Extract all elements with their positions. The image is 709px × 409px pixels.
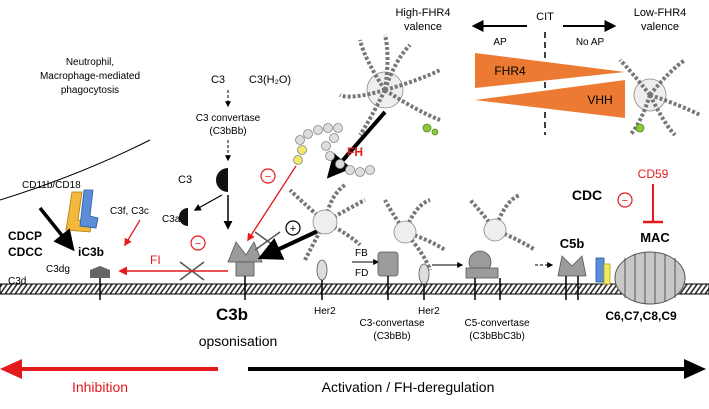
c5b-molecule xyxy=(557,255,587,277)
mac-label: MAC xyxy=(640,230,670,245)
cdcp-label: CDCP xyxy=(8,229,42,243)
cd59-minus-symbol: − xyxy=(622,195,628,207)
fhr4-to-c3b-arrow xyxy=(257,228,321,260)
fi-minus-symbol: − xyxy=(195,238,201,250)
fh-label: FH xyxy=(347,145,363,159)
cit-label: CIT xyxy=(536,11,554,23)
phagocyte-membrane xyxy=(0,139,151,201)
vhh-wedge xyxy=(475,80,625,118)
fhr4-wedge xyxy=(475,53,625,88)
neutrophil-label-1: Neutrophil, xyxy=(66,57,114,68)
c3-convertase-bottom-1: C3-convertase xyxy=(359,318,424,329)
c3dg-label: C3dg xyxy=(46,264,70,275)
phagocytosis-arrow xyxy=(38,206,75,252)
cd11b-receptor xyxy=(65,189,99,233)
cd11b-label: CD11b/CD18 xyxy=(22,180,81,191)
cd59-minus-badge xyxy=(617,192,633,208)
fi-minus-badge xyxy=(190,235,206,251)
c3a-label: C3a xyxy=(162,214,181,225)
c3-molecule xyxy=(216,168,228,192)
c3a-molecule xyxy=(179,208,188,226)
fd-label: FD xyxy=(355,268,368,279)
c5-convertase-label-2: (C3bBbC3b) xyxy=(469,331,525,342)
c3-convertase-top-2: (C3bBb) xyxy=(209,126,246,137)
low-fhr4-label-2: valence xyxy=(641,21,679,33)
activation-label: Activation / FH-deregulation xyxy=(322,379,495,395)
cd59-label: CD59 xyxy=(638,167,669,181)
high-fhr4-label-2: valence xyxy=(404,21,442,33)
fh-inhibition-arrow xyxy=(247,165,297,242)
fh-molecule xyxy=(293,123,375,177)
her2-b-label: Her2 xyxy=(418,306,440,317)
c3h2o-label: C3(H₂O) xyxy=(249,74,291,86)
c3-mid-label: C3 xyxy=(178,174,192,186)
c6-c9-label: C6,C7,C8,C9 xyxy=(605,309,677,323)
fhr4-wedge-label: FHR4 xyxy=(494,64,526,78)
no-ap-label: No AP xyxy=(576,37,605,48)
neutrophil-label-2: Macrophage-mediated xyxy=(40,71,140,82)
fh-minus-badge xyxy=(260,168,276,184)
opsonisation-label: opsonisation xyxy=(199,333,278,349)
fi-label: FI xyxy=(150,253,161,267)
c3d-label: C3d xyxy=(8,276,26,287)
bound-fhr4-3 xyxy=(468,193,537,252)
ap-label: AP xyxy=(493,37,507,48)
mac-pore xyxy=(595,251,686,305)
fh-minus-symbol: − xyxy=(265,171,271,183)
low-fhr4-label-1: Low-FHR4 xyxy=(634,7,687,19)
c3f-c3c-arrow xyxy=(124,219,141,247)
c5b-label: C5b xyxy=(560,236,585,251)
c3-top-label: C3 xyxy=(211,74,225,86)
cdcc-label: CDCC xyxy=(8,245,43,259)
c3b-molecule xyxy=(227,241,263,263)
vhh-wedge-label: VHH xyxy=(587,93,612,107)
ic3b-label: iC3b xyxy=(78,245,104,259)
c3d-fragment xyxy=(90,266,110,278)
low-fhr4-multimer xyxy=(618,58,701,137)
neutrophil-label-3: phagocytosis xyxy=(61,85,119,96)
c5-convertase-label-1: C5-convertase xyxy=(464,318,529,329)
her2-receptor-1 xyxy=(316,259,328,281)
her2-a-label: Her2 xyxy=(314,306,336,317)
plus-badge xyxy=(285,220,301,236)
c3a-arrow xyxy=(193,194,223,211)
bound-fhr4-2 xyxy=(383,198,447,271)
c3-convertase-bottom-2: (C3bBb) xyxy=(373,331,410,342)
cell-membrane xyxy=(0,283,709,295)
cdc-label: CDC xyxy=(572,187,602,203)
inhibition-label: Inhibition xyxy=(72,379,128,395)
c3-convertase-molecule xyxy=(377,251,399,277)
high-fhr4-label-1: High-FHR4 xyxy=(395,7,450,19)
c3-convertase-top-1: C3 convertase xyxy=(196,113,261,124)
her2-receptor-2 xyxy=(418,263,430,285)
fb-label: FB xyxy=(355,248,368,259)
plus-symbol: + xyxy=(290,223,296,235)
c3b-title: C3b xyxy=(216,305,248,324)
high-fhr4-multimer xyxy=(339,34,441,137)
c3f-c3c-label: C3f, C3c xyxy=(110,206,149,217)
